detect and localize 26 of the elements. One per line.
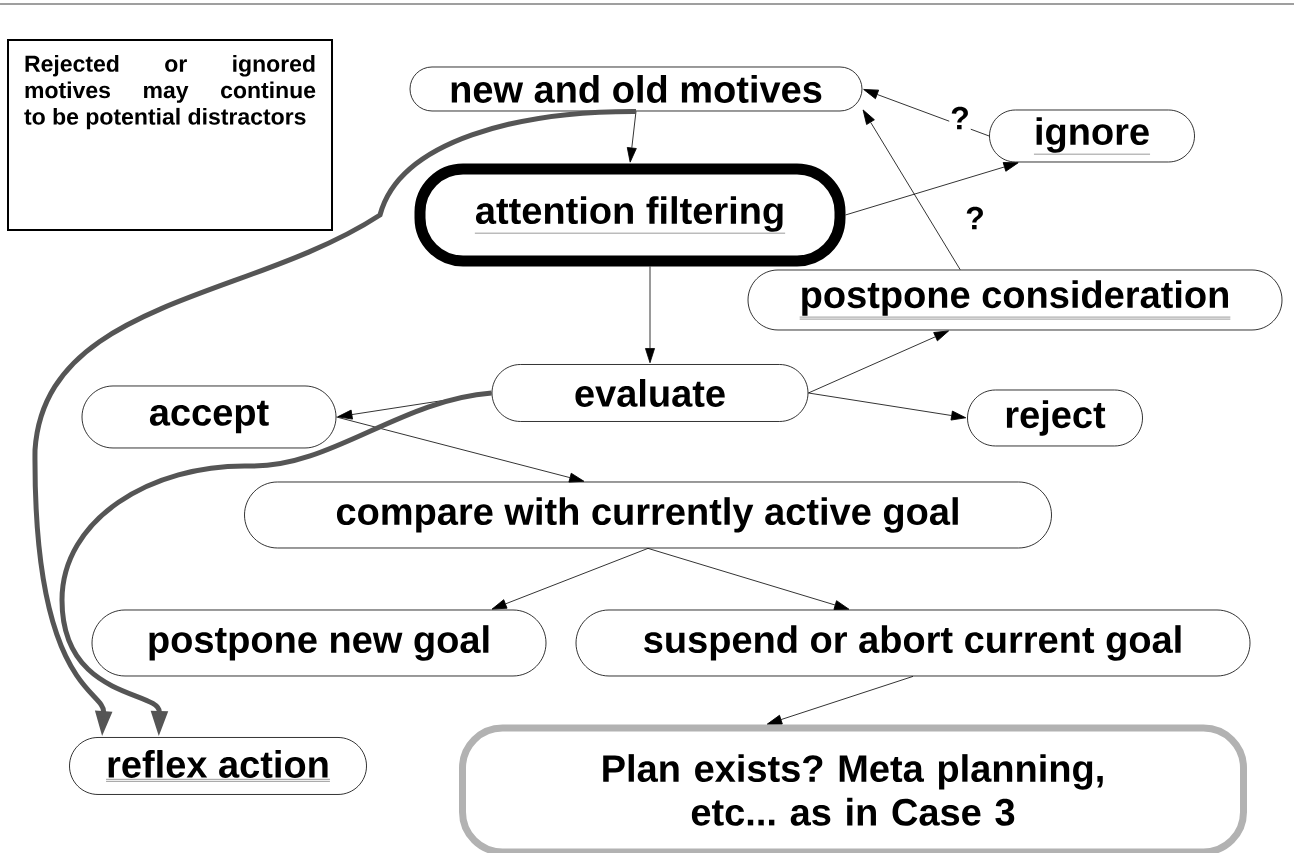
arrow bbox=[645, 266, 655, 364]
rounded-box: new and old motives bbox=[409, 66, 863, 112]
edge-label: ? bbox=[964, 205, 986, 231]
rounded-box: suspend or abort current goal bbox=[575, 609, 1251, 677]
rounded-box: compare with currently active goal bbox=[244, 481, 1052, 549]
arrow bbox=[766, 676, 914, 725]
rounded-box: postpone consideration bbox=[747, 269, 1283, 331]
rounded-box: ignore bbox=[989, 109, 1195, 163]
rounded-box: evaluate bbox=[491, 364, 809, 422]
rounded-box: reflex action bbox=[69, 737, 367, 795]
rounded-box: reject bbox=[967, 389, 1143, 447]
rounded-box: Plan exists? Meta planning, etc... as in Case 3 bbox=[459, 724, 1247, 853]
arrow bbox=[647, 548, 850, 610]
arrow bbox=[863, 89, 990, 137]
note-box: Rejected or ignored motives may continue to be potential distractors bbox=[7, 39, 333, 231]
arrow bbox=[862, 109, 961, 270]
rounded-box: postpone new goal bbox=[91, 609, 547, 677]
edge-label: ? bbox=[949, 105, 971, 131]
arrow bbox=[336, 416, 585, 483]
arrow bbox=[808, 330, 949, 394]
rounded-box: accept bbox=[81, 385, 337, 449]
arrow bbox=[808, 392, 967, 421]
arrow bbox=[491, 548, 649, 610]
arrow bbox=[845, 162, 1019, 216]
arrow bbox=[626, 111, 637, 163]
rounded-box: attention filtering bbox=[414, 163, 846, 267]
